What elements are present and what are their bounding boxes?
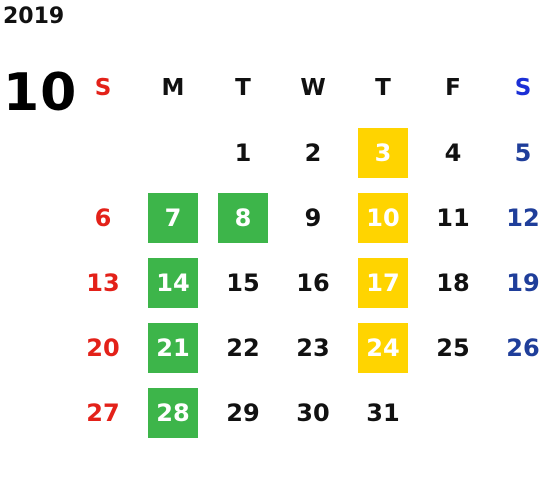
day-cell[interactable]: 10 — [348, 185, 418, 250]
day-cell[interactable]: 9 — [278, 185, 348, 250]
weekday-header-thursday: T — [375, 74, 391, 101]
day-number — [428, 388, 478, 438]
day-yellow-highlight: 3 — [358, 127, 408, 178]
day-cell[interactable]: 2 — [278, 120, 348, 185]
day-number: 30 — [296, 398, 330, 427]
day-number: 18 — [436, 268, 470, 297]
day-cell[interactable]: 28 — [138, 380, 208, 445]
day-cell[interactable]: 3 — [348, 120, 418, 185]
day-cell[interactable]: 11 — [418, 185, 488, 250]
day-number: 16 — [296, 268, 330, 297]
day-number: 9 — [304, 203, 322, 232]
day-yellow-highlight: 10 — [358, 192, 408, 243]
day-cell[interactable]: 8 — [208, 185, 278, 250]
day-cell[interactable]: 22 — [208, 315, 278, 380]
day-number: 29 — [226, 398, 260, 427]
day-cell[interactable]: 31 — [348, 380, 418, 445]
day-cell — [488, 380, 548, 445]
day-cell[interactable]: 16 — [278, 250, 348, 315]
day-cell[interactable]: 14 — [138, 250, 208, 315]
day-cell[interactable]: 24 — [348, 315, 418, 380]
day-cell — [68, 120, 138, 185]
year-label: 2019 — [3, 4, 65, 29]
day-number — [78, 128, 128, 178]
day-cell[interactable]: 26 — [488, 315, 548, 380]
weekday-header-sunday: S — [94, 74, 112, 101]
day-number — [498, 388, 548, 438]
day-cell[interactable]: 17 — [348, 250, 418, 315]
day-cell[interactable]: 6 — [68, 185, 138, 250]
day-cell[interactable]: 21 — [138, 315, 208, 380]
day-number: 20 — [86, 333, 120, 362]
weekday-header-monday: M — [161, 74, 185, 101]
weekday-header-wednesday: W — [300, 74, 326, 101]
day-cell[interactable]: 18 — [418, 250, 488, 315]
day-cell[interactable]: 4 — [418, 120, 488, 185]
day-cell[interactable]: 27 — [68, 380, 138, 445]
day-green-highlight: 28 — [148, 387, 198, 438]
day-cell[interactable]: 15 — [208, 250, 278, 315]
day-number: 19 — [506, 268, 540, 297]
day-number: 31 — [366, 398, 400, 427]
weekday-header-saturday: S — [514, 74, 532, 101]
day-yellow-highlight: 17 — [358, 257, 408, 308]
day-cell[interactable]: 7 — [138, 185, 208, 250]
day-cell[interactable]: 5 — [488, 120, 548, 185]
day-cell[interactable]: 23 — [278, 315, 348, 380]
day-cell[interactable]: 20 — [68, 315, 138, 380]
day-number: 13 — [86, 268, 120, 297]
day-cell — [418, 380, 488, 445]
day-number: 1 — [234, 138, 252, 167]
day-number: 12 — [506, 203, 540, 232]
day-number: 2 — [304, 138, 322, 167]
day-number: 11 — [436, 203, 470, 232]
weekday-header-tuesday: T — [235, 74, 251, 101]
day-cell[interactable]: 13 — [68, 250, 138, 315]
day-number: 15 — [226, 268, 260, 297]
day-green-highlight: 14 — [148, 257, 198, 308]
day-cell[interactable]: 1 — [208, 120, 278, 185]
weekday-header-friday: F — [445, 74, 461, 101]
day-cell[interactable]: 12 — [488, 185, 548, 250]
day-cell[interactable]: 29 — [208, 380, 278, 445]
day-green-highlight: 21 — [148, 322, 198, 373]
day-number: 25 — [436, 333, 470, 362]
day-number: 22 — [226, 333, 260, 362]
month-number: 10 — [3, 63, 78, 123]
day-number: 4 — [444, 138, 462, 167]
day-yellow-highlight: 24 — [358, 322, 408, 373]
day-cell[interactable]: 19 — [488, 250, 548, 315]
day-number: 23 — [296, 333, 330, 362]
day-number: 5 — [514, 138, 532, 167]
day-number — [148, 128, 198, 178]
day-cell[interactable]: 25 — [418, 315, 488, 380]
day-green-highlight: 7 — [148, 192, 198, 243]
day-number: 6 — [94, 203, 112, 232]
day-number: 26 — [506, 333, 540, 362]
day-green-highlight: 8 — [218, 192, 268, 243]
day-number: 27 — [86, 398, 120, 427]
day-cell[interactable]: 30 — [278, 380, 348, 445]
day-cell — [138, 120, 208, 185]
